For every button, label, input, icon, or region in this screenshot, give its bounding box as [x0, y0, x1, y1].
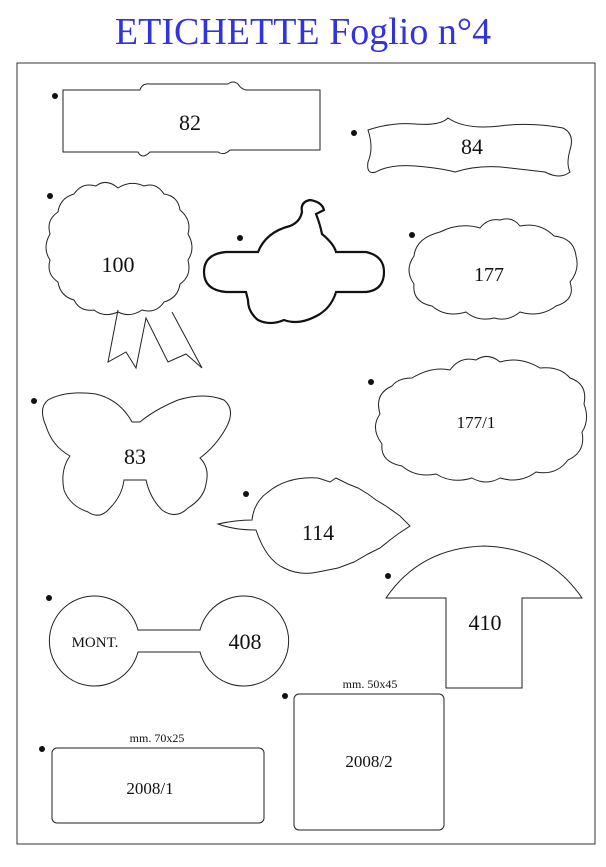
hole-dot	[282, 693, 288, 699]
sheet-border	[16, 62, 596, 845]
label-bold-tag[interactable]	[202, 198, 386, 325]
label-408-mont: MONT.	[72, 635, 119, 651]
hole-dot	[47, 193, 53, 199]
hole-dot	[351, 130, 357, 136]
label-2008-1-number: 2008/1	[126, 779, 173, 798]
label-84[interactable]: 84	[351, 117, 572, 177]
label-114[interactable]: 114	[216, 477, 411, 574]
label-84-number: 84	[461, 134, 483, 159]
hole-dot	[385, 573, 391, 579]
hole-dot	[409, 232, 415, 238]
label-408-number: 408	[229, 629, 262, 654]
hole-dot	[237, 235, 243, 241]
hole-dot	[52, 93, 58, 99]
label-410-number: 410	[469, 610, 502, 635]
label-82-number: 82	[179, 110, 201, 135]
label-177[interactable]: 177	[408, 218, 578, 320]
label-82[interactable]: 82	[52, 81, 321, 157]
hole-dot	[368, 379, 374, 385]
label-83[interactable]: 83	[31, 392, 231, 516]
label-114-number: 114	[302, 520, 334, 545]
hole-dot	[31, 398, 37, 404]
label-2008-1[interactable]: mm. 70x25 2008/1	[39, 731, 265, 824]
label-408[interactable]: MONT. 408	[46, 595, 290, 687]
label-2008-1-size: mm. 70x25	[130, 731, 185, 745]
page-title: ETICHETTE Foglio n°4	[114, 11, 492, 53]
label-2008-2-number: 2008/2	[345, 752, 392, 771]
label-2008-2[interactable]: mm. 50x45 2008/2	[282, 677, 445, 831]
hole-dot	[39, 746, 45, 752]
label-2008-2-size: mm. 50x45	[343, 677, 398, 691]
label-100-number: 100	[102, 252, 135, 277]
hole-dot	[243, 491, 249, 497]
label-100[interactable]: 100	[45, 182, 203, 370]
label-410[interactable]: 410	[385, 545, 583, 689]
label-177-1-number: 177/1	[457, 413, 496, 432]
hole-dot	[46, 595, 52, 601]
label-177-1[interactable]: 177/1	[368, 356, 588, 483]
label-83-number: 83	[124, 444, 146, 469]
label-177-number: 177	[474, 264, 504, 286]
